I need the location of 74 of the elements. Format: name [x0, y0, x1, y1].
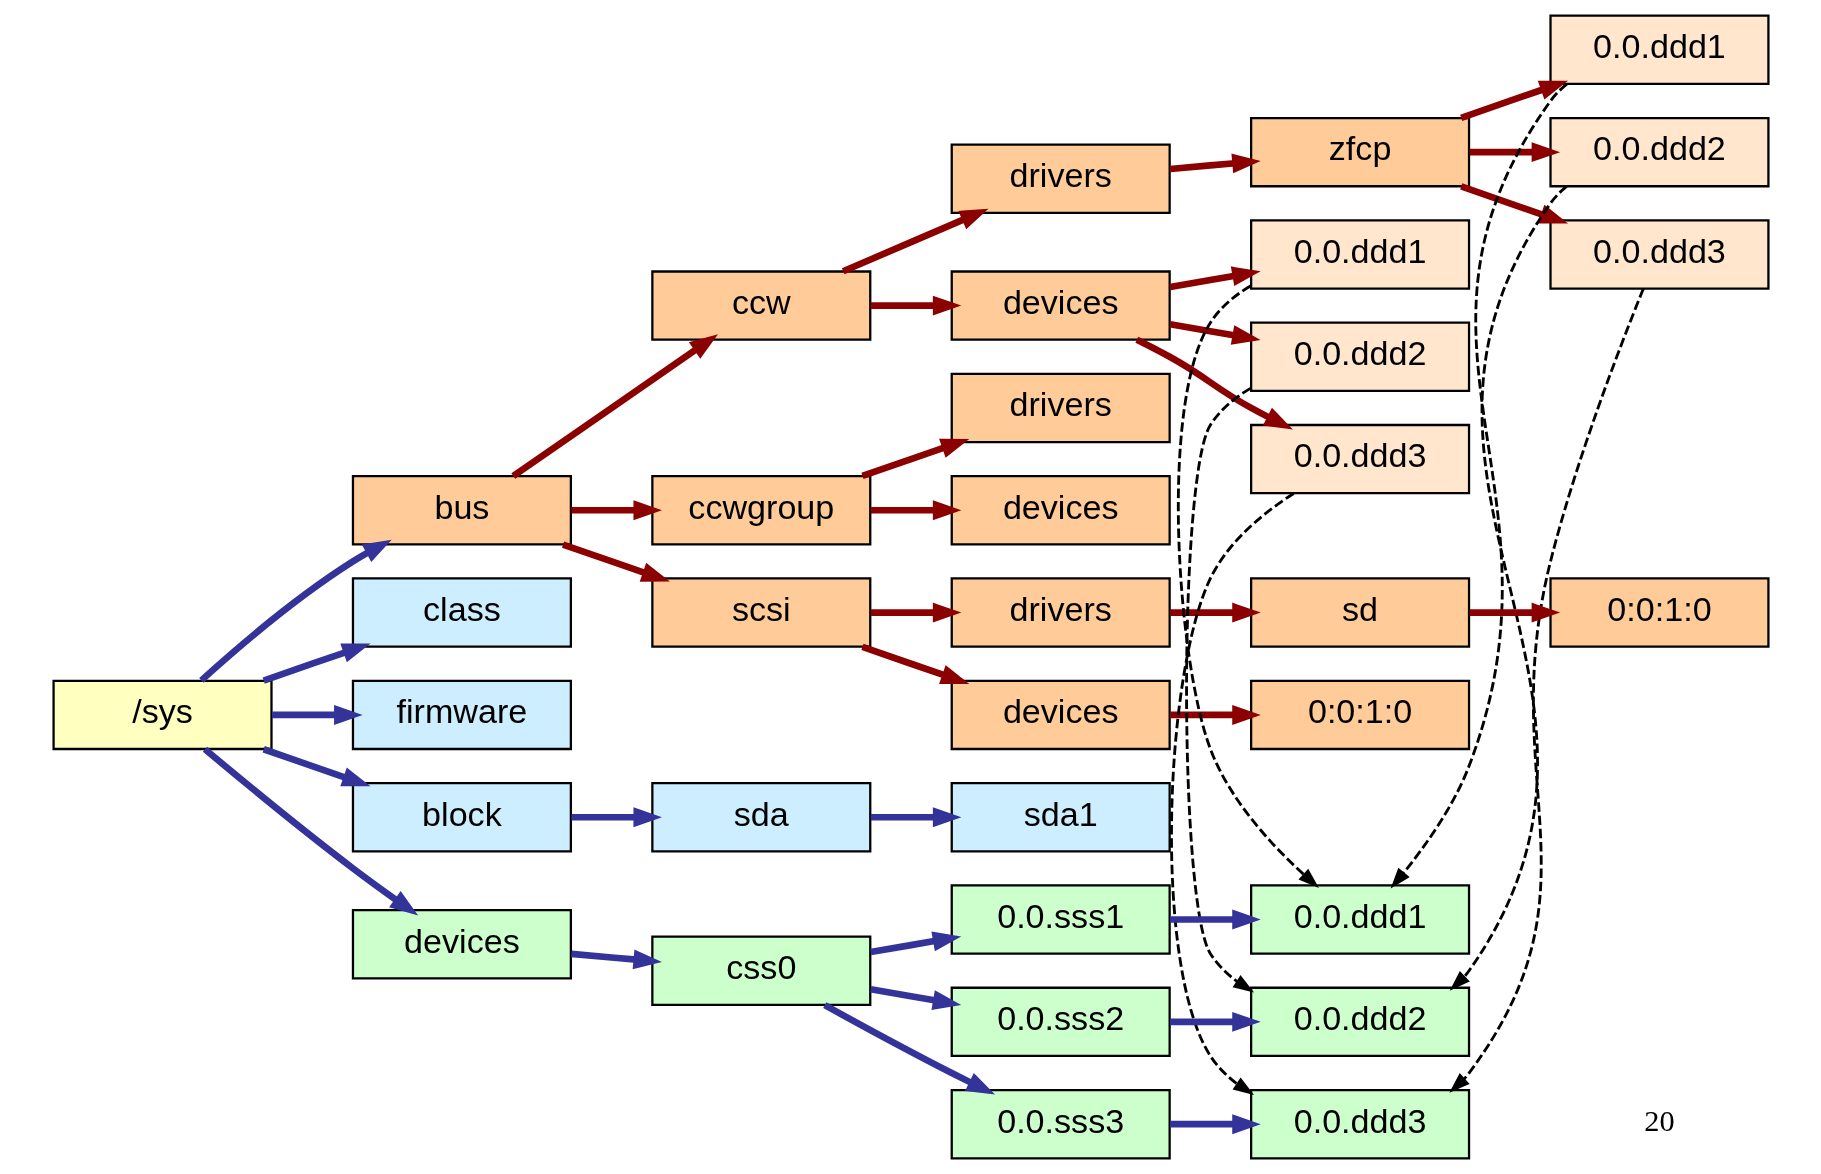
- node-box: ccw: [650, 270, 871, 341]
- node-box: zfcp: [1249, 116, 1470, 188]
- arrow: [869, 931, 961, 956]
- arrow: [262, 643, 370, 684]
- arrow: [860, 438, 969, 480]
- arrow: [860, 643, 969, 685]
- node-box: devices: [950, 270, 1171, 341]
- node-box: ccwgroup: [650, 475, 871, 546]
- arrow: [1459, 80, 1568, 121]
- arrow: [1390, 83, 1568, 889]
- node-box: 0.0.ddd1: [1249, 219, 1470, 290]
- node-box: devices: [351, 908, 572, 980]
- node-box: /sys: [51, 679, 273, 751]
- arrow: [561, 541, 670, 582]
- arrow: [198, 539, 392, 683]
- node-box: 0.0.ddd2: [1249, 321, 1470, 392]
- node-box: 0.0.ddd1: [1548, 14, 1770, 86]
- arrow: [841, 208, 988, 275]
- node-box: firmware: [351, 679, 572, 751]
- arrow: [870, 500, 961, 521]
- node-box: 0.0.ddd3: [1548, 219, 1770, 290]
- arrow: [1449, 185, 1568, 991]
- arrow: [202, 746, 418, 916]
- node-box: 0.0.sss3: [950, 1088, 1171, 1160]
- node-box: class: [351, 577, 572, 648]
- node-box: sda1: [950, 782, 1171, 853]
- arrow: [271, 704, 363, 725]
- arrow: [1169, 909, 1261, 930]
- node-box: block: [351, 782, 572, 853]
- node-box: sd: [1249, 577, 1470, 648]
- node-box: devices: [950, 679, 1171, 751]
- arrow: [1169, 602, 1261, 623]
- node-box: scsi: [650, 577, 871, 648]
- node-box: 0.0.ddd2: [1548, 116, 1770, 188]
- node-box: devices: [950, 475, 1171, 546]
- arrow: [1459, 183, 1568, 224]
- arrow: [1169, 492, 1294, 1095]
- arrow: [262, 746, 370, 787]
- arrow: [1134, 336, 1293, 430]
- label: 20: [1643, 1104, 1675, 1139]
- arrow: [1469, 142, 1560, 163]
- arrow: [870, 807, 961, 828]
- node-box: 0.0.ddd3: [1249, 423, 1470, 495]
- node-box: 0:0:1:0: [1249, 679, 1470, 751]
- arrow: [870, 295, 961, 316]
- node-box: 0:0:1:0: [1548, 577, 1770, 648]
- node-box: bus: [351, 475, 572, 546]
- node-box: css0: [650, 935, 871, 1006]
- node-box: 0.0.ddd1: [1249, 884, 1470, 955]
- node-box: 0.0.ddd3: [1249, 1088, 1470, 1160]
- node-box: drivers: [950, 577, 1171, 648]
- arrow: [570, 807, 662, 828]
- node-box: 0.0.sss2: [950, 986, 1171, 1058]
- arrow: [570, 500, 662, 521]
- arrow: [1169, 704, 1261, 725]
- node-box: sda: [650, 782, 871, 853]
- arrow: [1448, 288, 1645, 1093]
- arrow: [1469, 602, 1560, 623]
- arrow: [1176, 284, 1319, 888]
- arrow: [570, 949, 662, 970]
- node-box: drivers: [950, 372, 1171, 444]
- arrow: [1169, 1011, 1261, 1032]
- node-box: drivers: [950, 143, 1171, 214]
- node-box: 0.0.ddd2: [1249, 986, 1470, 1058]
- arrow: [870, 602, 961, 623]
- arrow: [1169, 320, 1261, 345]
- arrow: [510, 334, 718, 479]
- arrow: [1184, 387, 1254, 993]
- node-box: 0.0.sss1: [950, 884, 1171, 955]
- arrow: [869, 986, 961, 1010]
- arrow: [1169, 1114, 1261, 1135]
- arrow: [1169, 266, 1261, 291]
- arrow: [822, 1002, 995, 1095]
- arrow: [1169, 153, 1261, 174]
